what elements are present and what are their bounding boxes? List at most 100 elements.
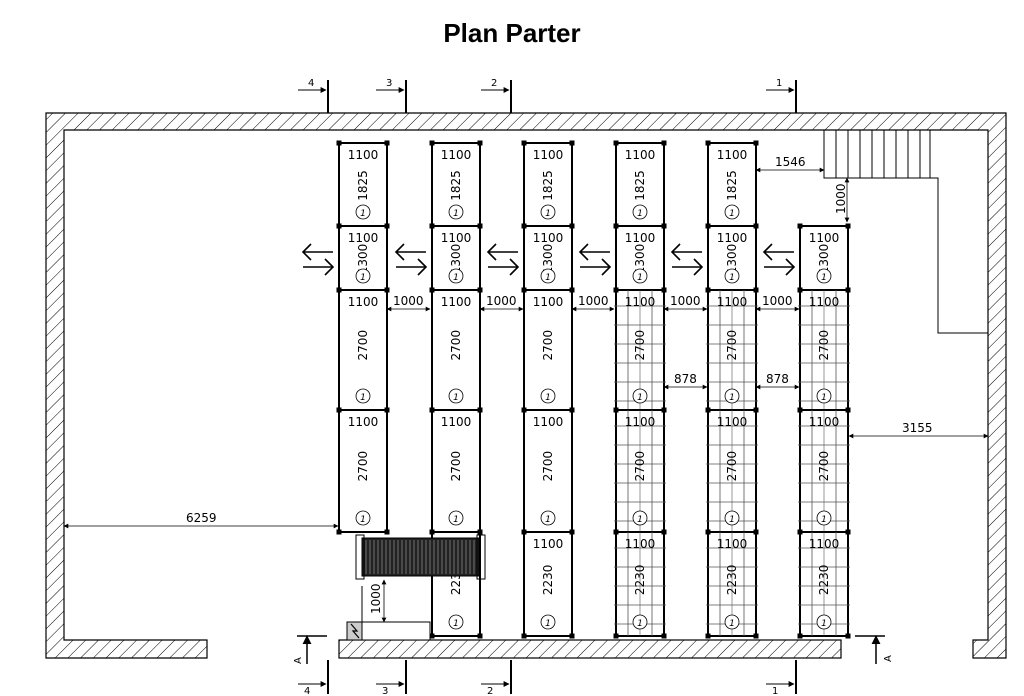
module-width-label: 1100 xyxy=(533,537,564,551)
dim-aisle-1: 1000 xyxy=(393,294,424,308)
dimension-labels: 1000 1000 1000 1000 1000 878 878 1546 10… xyxy=(186,155,933,614)
conveyor-rail-left xyxy=(355,534,365,580)
module-width-label: 1100 xyxy=(533,148,564,162)
module-width-label: 1100 xyxy=(717,231,748,245)
rack-marker-icon xyxy=(355,268,371,284)
rack-marker-icon xyxy=(632,388,648,404)
rack-marker-icon xyxy=(355,510,371,526)
module-depth-label: 2700 xyxy=(356,330,370,361)
module-depth-label: 1825 xyxy=(356,170,370,201)
section-marker-bottom: 4 xyxy=(298,660,329,696)
rack-marker-label: 1 xyxy=(821,515,827,525)
section-marker-top: 2 xyxy=(481,78,512,113)
module-depth-label: 2700 xyxy=(633,330,647,361)
rack-marker-icon xyxy=(540,614,556,630)
module-width-label: 1100 xyxy=(809,415,840,429)
section-marker-bottom: 3 xyxy=(376,660,407,696)
rack-marker-label: 1 xyxy=(360,273,366,283)
rack-marker-icon xyxy=(724,204,740,220)
rack-column-4: 1100182511100130011100270011100270011100… xyxy=(613,140,667,639)
rack-marker-icon xyxy=(540,268,556,284)
rack-marker-label: 1 xyxy=(729,393,735,403)
rack-columns: 1100182511100130011100270011100270011100… xyxy=(336,140,851,639)
module-width-label: 1100 xyxy=(625,231,656,245)
rack-marker-label: 1 xyxy=(637,515,643,525)
dim-aisle-3: 1000 xyxy=(578,294,609,308)
module-depth-label: 1825 xyxy=(541,170,555,201)
rack-marker-icon xyxy=(816,388,832,404)
conveyor xyxy=(346,534,486,641)
rack-marker-label: 1 xyxy=(360,209,366,219)
rack-marker-icon xyxy=(540,388,556,404)
dim-aisle-2: 1000 xyxy=(486,294,517,308)
rack-marker-label: 1 xyxy=(545,209,551,219)
dim-aisle-4: 1000 xyxy=(670,294,701,308)
module-depth-label: 2700 xyxy=(541,451,555,482)
dim-gap-56: 878 xyxy=(766,372,789,386)
rack-marker-label: 1 xyxy=(729,209,735,219)
conveyor-belt xyxy=(361,537,480,577)
dim-left-clearance: 6259 xyxy=(186,511,217,525)
module-depth-label: 2700 xyxy=(449,451,463,482)
section-marker-bottom: 2 xyxy=(481,660,512,696)
section-number-bottom: 1 xyxy=(772,686,778,696)
rack-marker-icon xyxy=(724,614,740,630)
module-depth-label: 2700 xyxy=(725,451,739,482)
rack-marker-icon xyxy=(355,204,371,220)
section-markers-side xyxy=(297,635,885,664)
rack-marker-icon xyxy=(448,614,464,630)
dim-conveyor-height: 1000 xyxy=(369,583,383,614)
rack-marker-icon xyxy=(632,268,648,284)
section-a-right-label: A xyxy=(883,655,894,662)
rack-marker-label: 1 xyxy=(360,393,366,403)
flow-arrow-icon xyxy=(394,243,428,276)
rack-marker-label: 1 xyxy=(729,515,735,525)
rack-module: 1100 1825 1 xyxy=(521,140,575,229)
rack-marker-icon xyxy=(632,510,648,526)
rack-marker-icon xyxy=(632,614,648,630)
rack-marker-icon xyxy=(724,268,740,284)
section-number-bottom: 3 xyxy=(382,686,388,696)
module-depth-label: 1825 xyxy=(633,170,647,201)
module-width-label: 1100 xyxy=(348,231,379,245)
rack-marker-icon xyxy=(448,388,464,404)
rack-marker-icon xyxy=(632,204,648,220)
module-width-label: 1100 xyxy=(717,295,748,309)
stair-outline xyxy=(930,177,988,334)
module-depth-label: 2700 xyxy=(541,330,555,361)
module-depth-label: 2700 xyxy=(817,451,831,482)
rack-marker-icon xyxy=(540,510,556,526)
wall-bottom-segment xyxy=(338,639,842,659)
module-width-label: 1100 xyxy=(717,415,748,429)
rack-marker-label: 1 xyxy=(545,619,551,629)
dimensions xyxy=(63,167,989,623)
rack-marker-label: 1 xyxy=(637,209,643,219)
rack-marker-label: 1 xyxy=(360,515,366,525)
module-width-label: 1100 xyxy=(625,537,656,551)
dim-right-clearance: 3155 xyxy=(902,421,933,435)
flow-arrow-icon xyxy=(670,243,704,276)
module-depth-label: 1300 xyxy=(356,244,370,275)
rack-marker-label: 1 xyxy=(453,515,459,525)
module-depth-label: 1300 xyxy=(541,244,555,275)
flow-arrow-icon xyxy=(486,243,520,276)
section-a-left-label: A xyxy=(293,657,304,664)
building-walls xyxy=(45,112,1007,659)
section-marker-top: 3 xyxy=(376,78,407,113)
rack-marker-icon xyxy=(724,510,740,526)
rack-marker-label: 1 xyxy=(545,393,551,403)
conveyor-rail-right xyxy=(476,534,486,580)
